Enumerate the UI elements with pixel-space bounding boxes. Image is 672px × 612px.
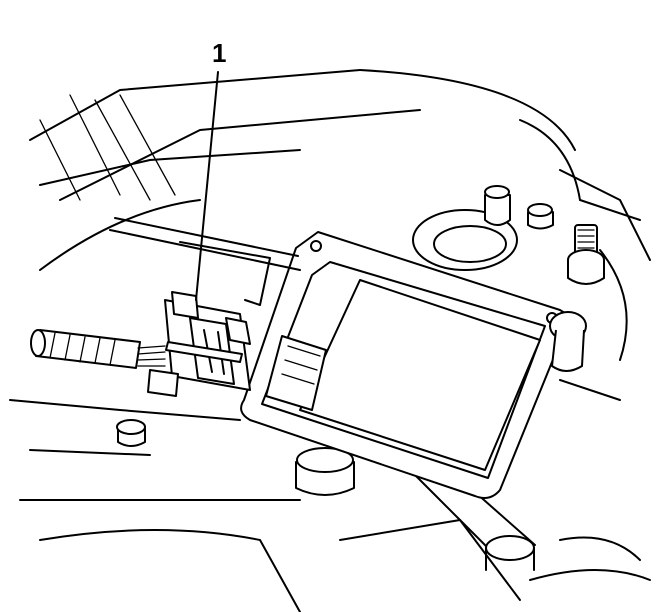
bolt [527,203,554,230]
throttle-body-opening [412,209,518,271]
engine-housing-outline [9,69,651,612]
sensor [567,224,605,285]
mounting-stud [295,447,355,496]
support-bar [409,469,536,571]
callout-1-label: 1 [212,38,227,68]
electrical-connector [147,291,251,397]
wiring-harness [30,217,301,369]
bolt [484,185,511,226]
bolt [116,419,146,447]
control-module [240,231,587,499]
callout-1-leader-line [195,71,219,301]
